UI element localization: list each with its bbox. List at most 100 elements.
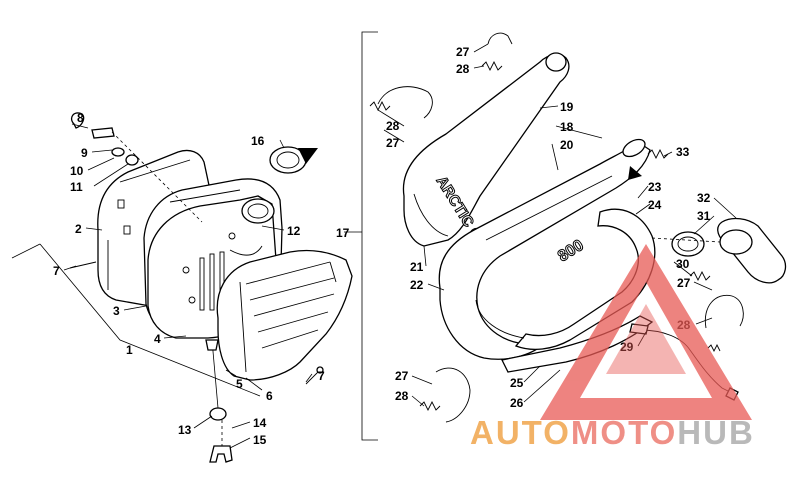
watermark-moto: MOTO [570,414,678,451]
bolt-7-head [316,366,324,374]
pipe-mark-emboss-text: 800 [555,237,587,266]
bushing [125,154,139,166]
sensor-probe [629,323,649,335]
assembly-bracket-line-1 [39,243,261,397]
callout-18: 18 [560,120,574,134]
washer [111,147,125,157]
direction-arrow-icon [298,148,318,164]
retaining-spring-right [704,294,744,329]
callout-27-lower: 27 [395,369,409,383]
callout-27-top: 27 [456,45,470,59]
right-leader-lines [377,43,737,407]
bracket-17 [361,31,378,441]
coupler-gasket [671,231,705,257]
callout-30: 30 [676,257,690,271]
coupler-gasket-inner [677,236,699,252]
rivet [182,266,190,274]
callout-29: 29 [620,340,634,354]
bolt-7-right [305,371,319,385]
callout-11: 11 [70,180,83,194]
callout-8: 8 [77,111,84,125]
gasket-inner [276,151,300,169]
spring-coil-lower [419,400,441,412]
callout-1: 1 [126,343,133,357]
heat-shield [216,249,353,381]
vent-slot [209,253,215,311]
callout-10: 10 [70,164,84,178]
retaining-spring-left [377,86,433,119]
callout-31: 31 [697,209,711,223]
callout-2: 2 [75,222,82,236]
callout-17: 17 [336,226,350,240]
silencer-outlet-inner [247,203,269,219]
left-leader-lines [63,123,313,449]
retaining-spring-lower [435,367,471,423]
heat-shield-ribs [245,261,335,349]
callout-33: 33 [676,145,690,159]
spring-coil-left [369,100,391,112]
callout-16: 16 [251,134,265,148]
rear-panel-slot [123,225,131,235]
callout-13: 13 [178,423,192,437]
callout-28-top: 28 [456,62,470,76]
callout-5: 5 [236,377,243,391]
callout-12: 12 [287,224,301,238]
callout-27-right: 27 [677,276,691,290]
callout-23: 23 [648,180,662,194]
watermark-auto: AUTO [470,414,571,451]
silencer-outlet [241,198,275,224]
callout-28-left: 28 [386,119,400,133]
callout-19: 19 [560,100,574,114]
callout-22: 22 [410,278,424,292]
assembly-bracket-tick [11,243,41,259]
watermark-triangle-icon [540,244,752,420]
direction-arrow-icon [628,166,642,180]
mount-bracket [209,445,233,463]
rivet [228,232,236,240]
callout-14: 14 [253,416,267,430]
chamber-inlet-flange [622,138,646,158]
heat-shield-edge [239,261,337,373]
tail-pipe-seam [413,193,449,237]
callout-27-left: 27 [386,136,400,150]
coupler-axis [651,237,721,243]
callout-6: 6 [266,389,273,403]
bolt-7-left [69,261,97,269]
callout-15: 15 [253,433,267,447]
spring-wire [229,245,263,256]
callout-26: 26 [510,396,524,410]
watermark-hub: HUB [677,414,755,451]
callout-24: 24 [648,198,662,212]
rivet [188,296,196,304]
watermark-triangle-inner [606,304,686,374]
callout-21: 21 [410,260,424,274]
tail-pipe [402,53,570,247]
retaining-spring-top [487,32,513,45]
chamber-seams [475,175,613,339]
header-pipe [514,208,656,351]
spring-33 [647,148,669,160]
callout-labels: 8 9 10 11 2 7 3 1 4 5 6 7 12 16 13 14 15… [53,45,711,447]
expansion-chamber [438,141,651,360]
callout-25: 25 [510,376,524,390]
callout-7-right: 7 [318,369,325,383]
drain-fitting [205,339,219,351]
tail-pipe-outlet [545,52,567,72]
callout-9: 9 [81,146,88,160]
rear-panel-slot [117,199,125,209]
callout-28-lower: 28 [395,389,409,403]
coupler-opening [719,229,753,255]
sensor-spring [707,343,721,353]
drain-post-line [211,339,219,409]
watermark-logo [540,244,752,420]
callout-20: 20 [560,138,574,152]
grommet [209,407,227,421]
silencer-assembly [11,112,353,463]
callout-7-left: 7 [53,264,60,278]
spring-coil-right [689,270,711,282]
bolt [91,127,115,139]
callout-32: 32 [697,191,711,205]
callout-3: 3 [113,304,120,318]
rear-panel-edge [107,159,191,290]
